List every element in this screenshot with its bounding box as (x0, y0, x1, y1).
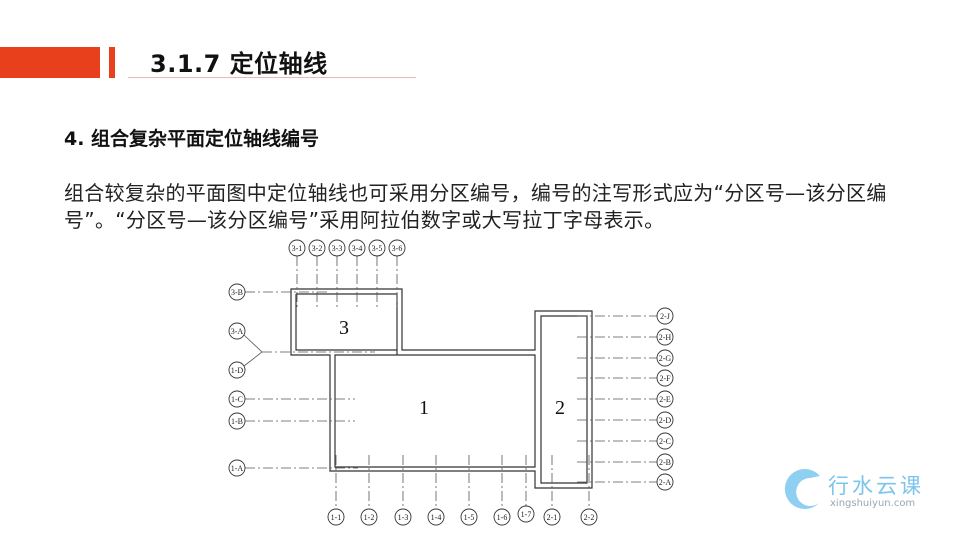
axis-bubble-3-B: 3-B (228, 283, 246, 301)
zone-label-3: 3 (339, 317, 349, 339)
building-walls (290, 288, 593, 489)
svg-text:1-7: 1-7 (521, 510, 532, 519)
axis-bubble-1-1: 1-1 (327, 508, 345, 526)
svg-text:2-1: 2-1 (547, 513, 558, 522)
axis-bubble-1-B: 1-B (228, 412, 246, 430)
svg-text:1-4: 1-4 (431, 513, 442, 522)
body-paragraph: 组合较复杂的平面图中定位轴线也可采用分区编号，编号的注写形式应为“分区号—该分区… (64, 181, 887, 232)
room1-inner-wall (334, 354, 536, 468)
svg-text:1-5: 1-5 (464, 513, 475, 522)
svg-text:1-3: 1-3 (398, 513, 409, 522)
axis-bubble-2-B: 2-B (656, 453, 674, 471)
axis-bubble-2-C: 2-C (656, 432, 674, 450)
axis-bubble-2-F: 2-F (656, 369, 674, 387)
svg-text:1-1: 1-1 (331, 513, 342, 522)
section-subtitle: 4. 组合复杂平面定位轴线编号 (64, 128, 320, 150)
brand-logo: 行水云课 xingshuiyun.com (780, 466, 950, 516)
axis-bubble-3-5: 3-5 (368, 239, 386, 257)
svg-text:1-6: 1-6 (497, 513, 508, 522)
axis-bubble-2-J: 2-J (656, 307, 674, 325)
svg-text:2-J: 2-J (660, 312, 670, 321)
axis-bubble-1-2: 1-2 (360, 508, 378, 526)
svg-text:2-A: 2-A (659, 478, 672, 487)
svg-text:2-D: 2-D (659, 416, 672, 425)
zone-label-1: 1 (419, 397, 429, 419)
header-accent-mark (109, 47, 115, 78)
axis-bubble-1-3: 1-3 (394, 508, 412, 526)
room3-inner-wall-2 (295, 294, 397, 351)
svg-text:3-B: 3-B (231, 288, 243, 297)
axis-bubble-2-2: 2-2 (580, 508, 598, 526)
axis-bubble-2-1: 2-1 (543, 508, 561, 526)
axis-bubble-1-C: 1-C (228, 390, 246, 408)
page-title: 3.1.7 定位轴线 (150, 50, 328, 78)
svg-text:3-3: 3-3 (332, 244, 343, 253)
axis-bubble-2-D: 2-D (656, 411, 674, 429)
room2-inner-wall (540, 315, 588, 484)
logo-name: 行水云课 (828, 474, 924, 498)
svg-text:2-H: 2-H (659, 333, 672, 342)
axis-bubble-3-4: 3-4 (348, 239, 366, 257)
svg-text:3-A: 3-A (231, 327, 244, 336)
svg-text:3-4: 3-4 (352, 244, 363, 253)
axis-bubble-3-1: 3-1 (288, 239, 306, 257)
axis-bubble-1-4: 1-4 (427, 508, 445, 526)
axis-bubble-1-7: 1-7 (517, 505, 535, 523)
svg-text:1-A: 1-A (231, 464, 244, 473)
svg-text:1-C: 1-C (231, 395, 243, 404)
axis-bubble-1-D: 1-D (228, 361, 246, 379)
svg-text:1-B: 1-B (231, 417, 243, 426)
svg-text:2-E: 2-E (659, 395, 671, 404)
axis-bubble-3-A: 3-A (228, 322, 246, 340)
axis-bubble-1-A: 1-A (228, 459, 246, 477)
svg-text:2-B: 2-B (659, 458, 671, 467)
axis-bubble-2-E: 2-E (656, 390, 674, 408)
svg-text:2-G: 2-G (659, 354, 672, 363)
axis-bubble-2-A: 2-A (656, 473, 674, 491)
wave-logo-icon (784, 469, 820, 509)
zone-label-2: 2 (555, 397, 565, 419)
svg-text:3-5: 3-5 (372, 244, 383, 253)
axis-bubble-3-2: 3-2 (308, 239, 326, 257)
title-underline (128, 77, 416, 78)
axis-bubble-1-6: 1-6 (493, 508, 511, 526)
axis-bubble-2-H: 2-H (656, 328, 674, 346)
axis-bubble-3-6: 3-6 (388, 239, 406, 257)
svg-text:2-C: 2-C (659, 437, 671, 446)
logo-url: xingshuiyun.com (830, 498, 916, 509)
svg-text:3-2: 3-2 (312, 244, 323, 253)
svg-text:1-2: 1-2 (364, 513, 375, 522)
svg-text:3-6: 3-6 (392, 244, 403, 253)
svg-text:2-F: 2-F (659, 374, 671, 383)
axis-bubble-3-3: 3-3 (328, 239, 346, 257)
outer-wall (290, 288, 593, 489)
svg-text:1-D: 1-D (231, 366, 244, 375)
axis-bubble-2-G: 2-G (656, 349, 674, 367)
header-accent-bar (0, 47, 100, 78)
svg-text:3-1: 3-1 (292, 244, 303, 253)
svg-text:2-2: 2-2 (584, 513, 595, 522)
axis-bubble-1-5: 1-5 (460, 508, 478, 526)
